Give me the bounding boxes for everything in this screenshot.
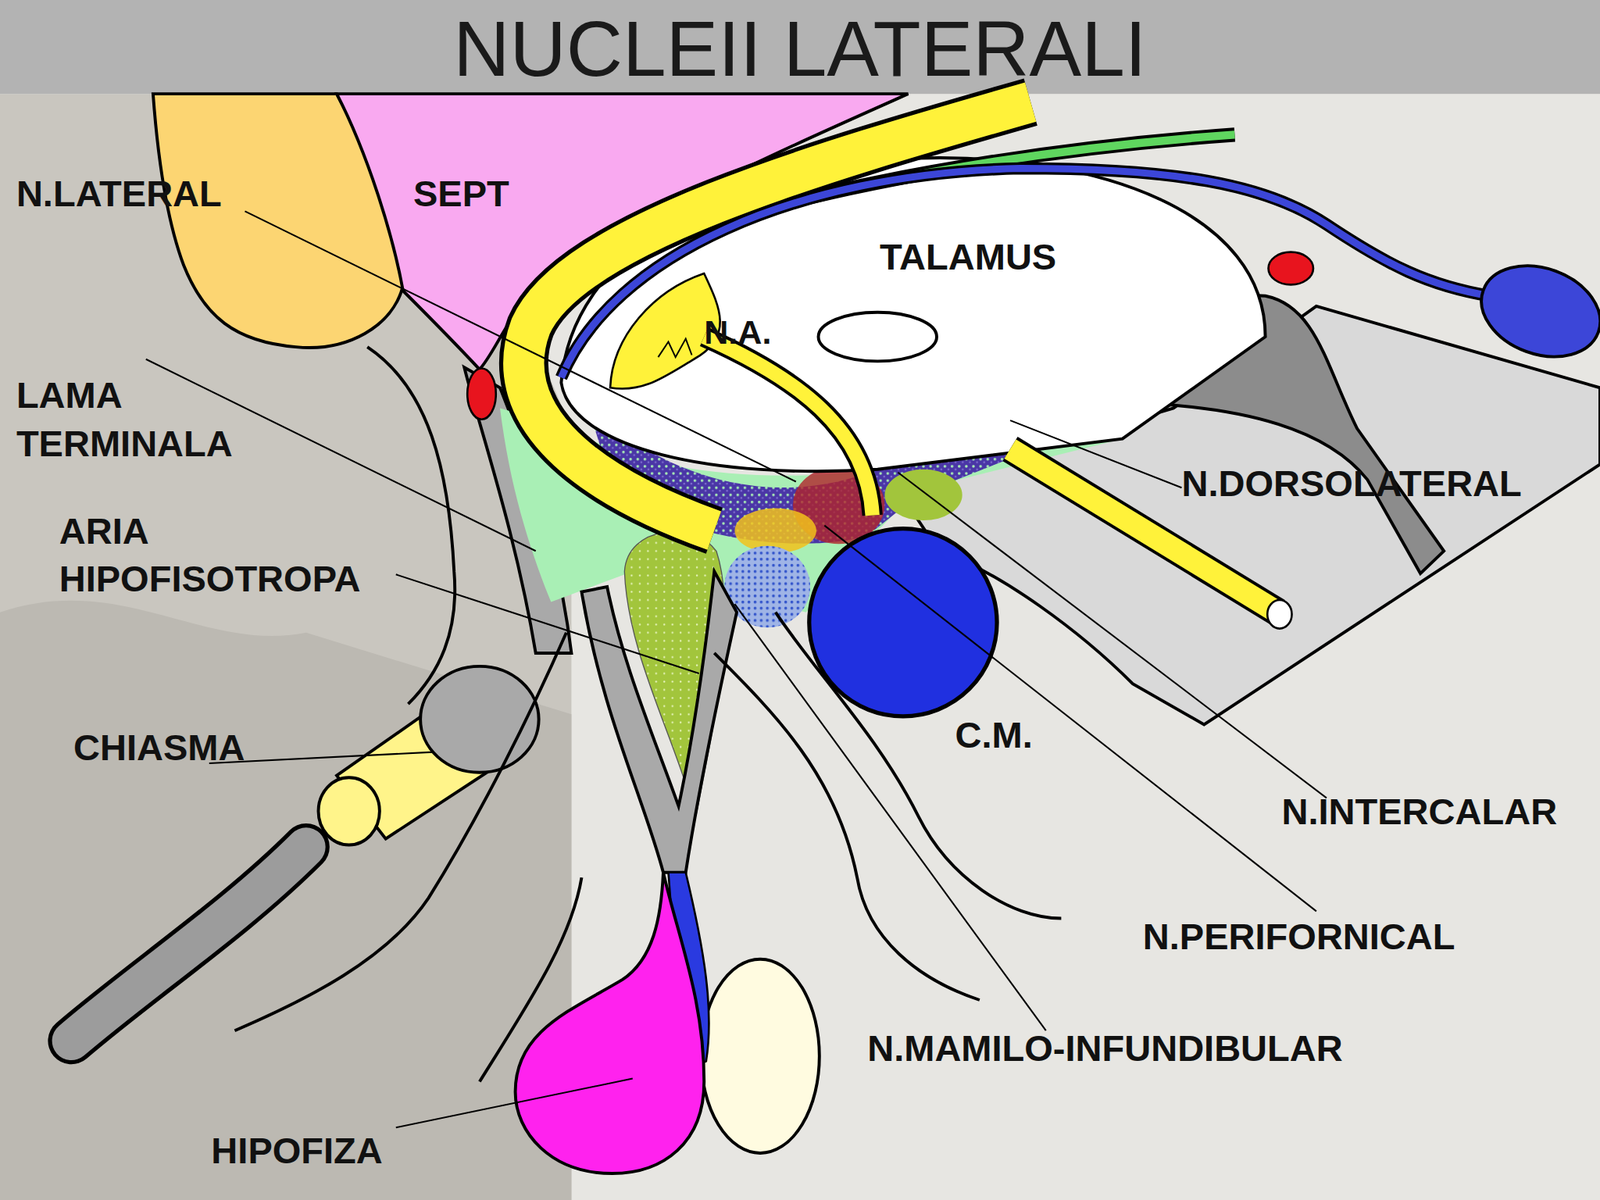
leader-line xyxy=(897,472,1327,799)
contour xyxy=(775,612,1062,919)
left-tube-outline xyxy=(71,846,306,1041)
thalamus-inner xyxy=(818,312,938,362)
structure-label: TALAMUS xyxy=(879,232,1057,281)
diagram-title: NUCLEII LATERALI xyxy=(0,9,1600,88)
leader-line xyxy=(396,574,700,674)
leader-line xyxy=(244,210,796,482)
structure-label: N.LATERAL xyxy=(16,169,222,218)
contour xyxy=(367,346,455,704)
tract-outline xyxy=(703,336,873,516)
structure-label: SEPT xyxy=(413,169,510,218)
left-tube xyxy=(71,846,306,1041)
red-spot xyxy=(1268,252,1314,286)
tract-end xyxy=(1267,600,1292,629)
mammillary-body xyxy=(809,528,997,717)
anterior-pituitary xyxy=(515,872,705,1174)
structure-label: CHIASMA xyxy=(73,723,245,772)
red-spot xyxy=(467,368,497,420)
perifornical-area xyxy=(734,507,816,553)
contour xyxy=(479,877,583,1082)
habenula xyxy=(1468,250,1600,373)
structure-label: N.MAMILO-INFUNDIBULAR xyxy=(867,1024,1343,1072)
stria-medullaris xyxy=(560,168,1490,379)
optic-nerve-end xyxy=(318,777,380,845)
structure-label: C.M. xyxy=(955,710,1033,759)
leader-line xyxy=(1010,420,1182,488)
structure-label: N.INTERCALAR xyxy=(1281,787,1558,836)
structure-label: N.PERIFORNICAL xyxy=(1142,912,1456,961)
mamillothalamic-tract xyxy=(703,336,873,516)
structure-label: LAMA TERMINALA xyxy=(16,371,261,467)
contour xyxy=(234,632,566,1031)
structure-label: HIPOFIZA xyxy=(210,1126,383,1175)
leader-line xyxy=(396,1078,633,1129)
structure-label: ARIA HIPOFISOTROPA xyxy=(59,507,412,603)
leader-line xyxy=(824,525,1317,912)
posterior-pituitary xyxy=(700,959,820,1154)
title-band xyxy=(0,0,1600,94)
leader-line xyxy=(734,603,1046,1031)
background-shade xyxy=(0,600,572,1200)
chiasm xyxy=(420,666,540,773)
structure-label: N.A. xyxy=(703,310,772,354)
anterior-nucleus-edge xyxy=(657,339,692,358)
infundibulum xyxy=(581,571,737,872)
structure-label: N.DORSOLATERAL xyxy=(1181,459,1522,508)
stria-outline xyxy=(560,168,1490,379)
